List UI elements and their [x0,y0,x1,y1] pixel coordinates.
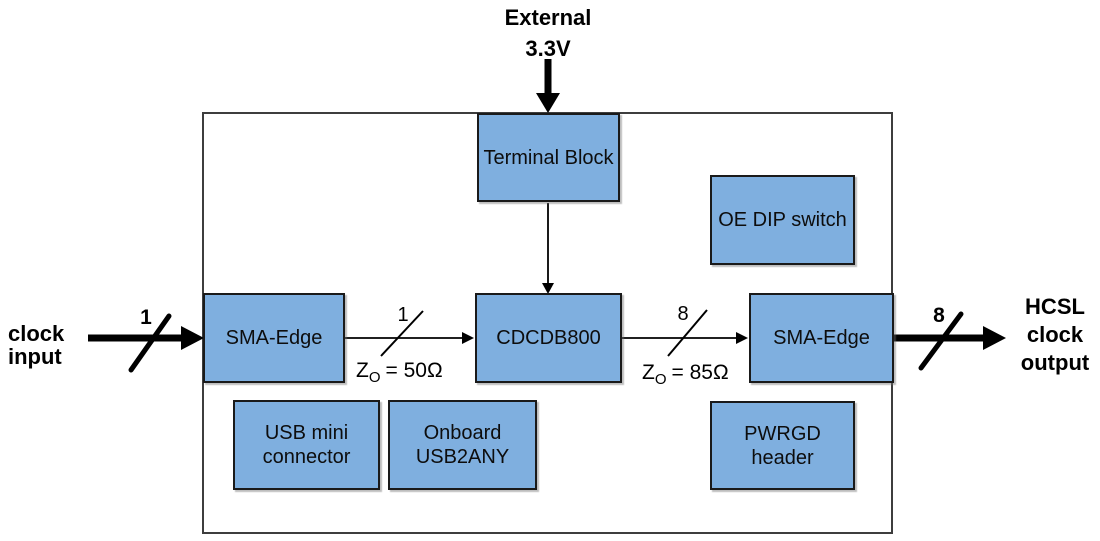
hcsl-clock-output-label-line3: output [1020,350,1090,375]
external-power-arrow [536,59,560,113]
sma-edge-input-label: SMA-Edge [225,327,323,349]
input-impedance-subscript: O [368,369,381,387]
input-impedance-value: = 50Ω [385,359,443,382]
input-impedance-symbol: Z [356,359,369,382]
hcsl-clock-output-label-line1: HCSL [1025,294,1085,319]
sma-edge-output-label: SMA-Edge [773,327,870,349]
input-bus-count: 1 [140,306,152,329]
cdcdb800-label: CDCDB800 [496,327,601,349]
stage2-bus-count: 8 [677,303,689,325]
usb-mini-connector-label-line1: USB mini [264,422,349,444]
onboard-usb2any-label-line1: Onboard [423,422,502,444]
oe-dip-switch-block: OE DIP switch [710,175,855,265]
output-impedance-subscript: O [654,371,667,389]
pwrgd-header-block: PWRGD header [710,401,855,490]
clock-input-label-line1: clock [8,321,65,346]
terminal-block-label: Terminal Block [483,146,614,169]
stage1-bus-count: 1 [397,304,409,326]
usb-mini-connector-label-line2: connector [262,446,351,468]
cdcdb800-block: CDCDB800 [475,293,622,383]
terminal-block: Terminal Block [477,113,620,202]
sma-edge-output-block: SMA-Edge [749,293,894,383]
input-stage-wire [345,310,474,357]
external-power-label-line1: External [504,5,592,30]
sma-edge-input-block: SMA-Edge [203,293,345,383]
onboard-usb2any-label-line2: USB2ANY [415,446,510,468]
output-bus-count: 8 [933,304,945,327]
onboard-usb2any-block: Onboard USB2ANY [388,400,537,490]
clock-input-label: clock input [8,322,64,368]
output-impedance-value: = 85Ω [671,361,729,384]
terminal-to-cdcdb800-wire [542,203,554,294]
output-impedance-label: ZO= 85Ω [642,361,729,389]
external-power-label: External 3.3V [478,2,618,64]
input-impedance-label: ZO= 50Ω [356,359,443,387]
hcsl-output-arrow [894,311,1006,371]
pwrgd-header-label-line1: PWRGD [744,422,821,445]
clock-input-label-line2: input [8,344,62,369]
usb-mini-connector-block: USB mini connector [233,400,380,490]
hcsl-clock-output-label: HCSL clock output [1010,293,1100,377]
oe-dip-switch-label: OE DIP switch [718,209,847,231]
clock-input-arrow [88,313,204,373]
external-power-label-line2: 3.3V [525,36,571,61]
output-stage-wire [622,309,748,357]
output-impedance-symbol: Z [642,361,655,384]
pwrgd-header-label-line2: header [751,446,814,469]
hcsl-clock-output-label-line2: clock [1026,322,1084,347]
